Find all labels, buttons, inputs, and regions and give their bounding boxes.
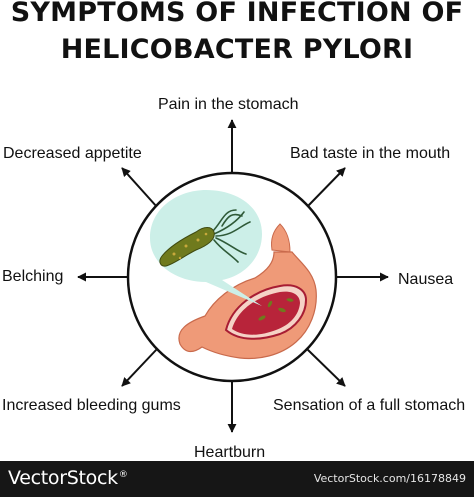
symptom-decreased-appetite: Decreased appetite [3,145,142,162]
vectorstock-logo: VectorStock® [8,467,128,489]
arrow-icon [121,167,158,208]
title-line-1: SYMPTOMS OF INFECTION OF [10,0,464,28]
symptom-nausea: Nausea [398,271,454,288]
arrow-icon [121,348,158,387]
symptom-full-stomach: Sensation of a full stomach [273,397,466,414]
title-line-2: HELICOBACTER PYLORI [60,34,414,65]
stomach-illustration [178,223,317,360]
symptom-pain-in-stomach: Pain in the stomach [158,96,299,113]
watermark-footer: VectorStock® VectorStock.com/16178849 [0,461,474,497]
symptom-heartburn: Heartburn [194,444,266,461]
symptom-bad-taste: Bad taste in the mouth [290,145,451,162]
symptom-bleeding-gums: Increased bleeding gums [2,397,181,414]
symptom-belching: Belching [2,268,64,285]
arrows [77,119,389,433]
arrow-icon [306,167,346,208]
arrow-icon [306,348,346,387]
watermark-url: VectorStock.com/16178849 [313,472,466,485]
bacterium-illustration [150,190,262,306]
